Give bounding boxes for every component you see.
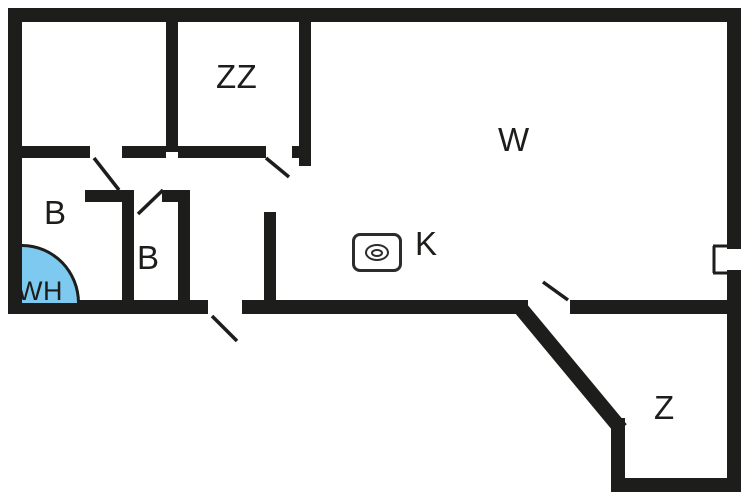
wall-topleft-zz-divider	[166, 22, 178, 152]
wall-h1-a	[22, 146, 90, 158]
wall-z-left	[611, 418, 625, 492]
room-label-k: K	[415, 225, 438, 262]
wall-outer-left	[8, 8, 22, 314]
wall-bottom-right	[570, 300, 741, 314]
burner-inner-ring-icon	[371, 248, 383, 257]
door-swing-entrance	[210, 314, 239, 343]
wall-h1-b	[122, 146, 166, 158]
wall-z-bottom	[611, 478, 741, 492]
door-swing-z-room	[541, 280, 570, 302]
wall-hall-kitchen-stub	[264, 212, 276, 300]
wall-zz-w-divider	[299, 22, 311, 166]
right-wall-door-gap	[727, 249, 741, 270]
wall-outer-top	[8, 8, 741, 22]
wall-bottom-left-b	[242, 300, 528, 314]
wall-b-inner-left	[122, 202, 134, 300]
wall-h1-c	[178, 146, 266, 158]
wall-b-inner-top-a	[85, 190, 134, 202]
wall-b-inner-top-b	[162, 190, 190, 202]
stove-icon	[352, 233, 402, 272]
room-label-zz: ZZ	[216, 58, 258, 95]
burner-ring-icon	[365, 244, 389, 261]
wall-bottom-left-a	[8, 300, 208, 314]
wall-diagonal	[512, 300, 627, 434]
room-label-b-inner: B	[137, 239, 160, 276]
room-label-wh: WH	[17, 276, 63, 306]
room-label-z: Z	[654, 389, 675, 426]
door-swing-b-room	[92, 156, 121, 192]
room-label-w: W	[498, 121, 530, 158]
wall-h1-d	[292, 146, 299, 158]
door-swing-zz	[264, 156, 291, 179]
door-swing-b-inner	[136, 188, 165, 216]
room-label-b-left: B	[44, 194, 67, 231]
wall-b-inner-right	[178, 202, 190, 300]
